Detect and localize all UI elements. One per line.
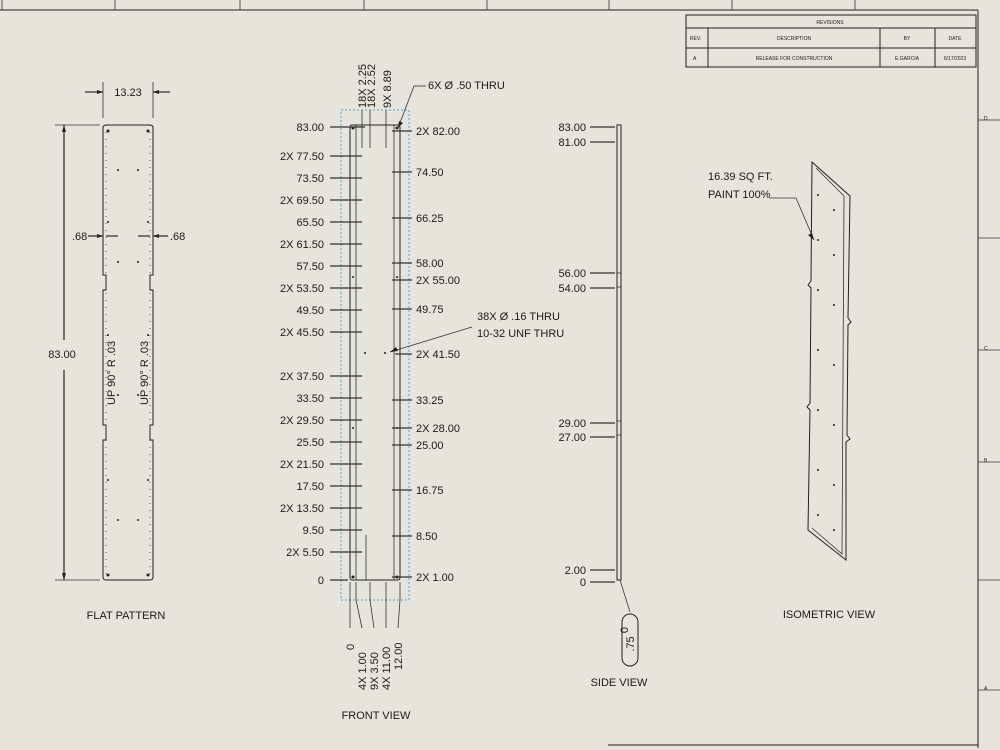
side-thickness-zero: 0 [619,627,631,633]
front-top-dims: 18X 2.25 18X 2.52 9X 8.89 6X Ø .50 THRU [357,64,505,148]
front-mid-callout: 38X Ø .16 THRU 10-32 UNF THRU [389,311,564,353]
front-view: 83.00 2X 77.50 73.50 2X 69.50 65.50 2X 6… [280,64,564,722]
side-dim-2: 56.00 [558,268,586,280]
flat-height-dim: 83.00 [48,349,76,361]
front-dim-right-0: 2X 82.00 [416,126,460,138]
description-header: DESCRIPTION [777,36,812,42]
isometric-view-label: ISOMETRIC VIEW [783,609,876,621]
front-bottom-dims: 0 4X 1.00 9X 3.50 4X 11.00 12.00 [345,582,405,690]
front-dim-left-2: 73.50 [296,173,324,185]
front-dim-right-1: 74.50 [416,167,444,179]
front-dim-left-19: 0 [318,575,324,587]
front-bottom-dim-3: 4X 11.00 [381,647,393,690]
front-dim-left-10: 2X 37.50 [280,371,324,383]
zone-a: A [984,686,988,692]
revision-row-date: 6/17/2023 [944,56,966,62]
front-dim-left-12: 2X 29.50 [280,415,324,427]
front-callout-mid-2: 10-32 UNF THRU [477,328,564,340]
flat-bend-note-right: UP 90° R .03 [139,341,151,405]
isometric-view: 16.39 SQ FT. PAINT 100% ISOMETRIC VIEW [708,160,876,621]
flat-pattern-view: 13.23 83.00 .68 .68 UP 90° R .03 UP 90° … [48,82,185,622]
by-header: BY [904,36,911,42]
side-dim-4: 29.00 [558,418,586,430]
front-dim-right-5: 49.75 [416,304,444,316]
revision-row-by: E.GARCIA [895,56,920,62]
front-top-dim-1: 18X 2.52 [366,64,378,108]
front-dim-left-14: 2X 21.50 [280,459,324,471]
side-view: 83.00 81.00 56.00 54.00 29.00 27.00 2.00… [558,122,648,689]
front-dim-right-10: 16.75 [416,485,444,497]
front-top-dim-2: 9X 8.89 [382,70,394,108]
front-dim-right-7: 33.25 [416,395,444,407]
front-dim-left-9: 2X 45.50 [280,327,324,339]
front-dim-left-17: 9.50 [303,525,324,537]
front-callout-top: 6X Ø .50 THRU [428,80,505,92]
front-callout-mid-1: 38X Ø .16 THRU [477,311,560,323]
front-dim-right-2: 66.25 [416,213,444,225]
iso-note-paint: PAINT 100% [708,189,771,201]
front-top-dim-0: 18X 2.25 [357,64,369,108]
flat-left-offset: .68 [72,231,87,243]
front-dim-left-4: 65.50 [296,217,324,229]
side-dim-0: 83.00 [558,122,586,134]
flat-holes [106,129,150,577]
front-dim-left-18: 2X 5.50 [286,547,324,559]
iso-note-area: 16.39 SQ FT. [708,171,773,183]
side-view-label: SIDE VIEW [591,677,648,689]
front-dim-left-8: 49.50 [296,305,324,317]
flat-width-dim: 13.23 [114,87,142,99]
side-dim-1: 81.00 [558,137,586,149]
front-dim-left-13: 25.50 [296,437,324,449]
front-dim-right-11: 8.50 [416,531,437,543]
front-dim-right-6: 2X 41.50 [416,349,460,361]
front-dim-right-8: 2X 28.00 [416,423,460,435]
front-dim-right-12: 2X 1.00 [416,572,454,584]
side-dims: 83.00 81.00 56.00 54.00 29.00 27.00 2.00… [558,122,615,589]
date-header: DATE [949,36,963,42]
front-dim-right-9: 25.00 [416,440,444,452]
front-dim-left-5: 2X 61.50 [280,239,324,251]
front-right-dims: 2X 82.00 74.50 66.25 58.00 2X 55.00 49.7… [392,126,460,584]
side-thickness-balloon: 0 .75 [619,579,639,667]
front-dim-left-3: 2X 69.50 [280,195,324,207]
rev-header: REV. [690,36,701,42]
front-dim-left-1: 2X 77.50 [280,151,324,163]
front-bottom-dim-2: 9X 3.50 [369,652,381,690]
front-bottom-dim-1: 4X 1.00 [357,652,369,690]
revisions-title: REVISIONS [816,20,844,26]
front-dim-left-16: 2X 13.50 [280,503,324,515]
iso-holes [817,194,835,531]
flat-right-offset: .68 [170,231,185,243]
zone-c: C [984,346,988,352]
front-dim-left-6: 57.50 [296,261,324,273]
revision-row-rev: A [693,56,697,62]
front-holes [351,126,399,579]
side-dim-7: 0 [580,577,586,589]
front-dim-left-0: 83.00 [296,122,324,134]
side-dim-5: 27.00 [558,432,586,444]
side-thickness: .75 [625,636,637,651]
flat-pattern-label: FLAT PATTERN [87,610,166,622]
front-dim-left-7: 2X 53.50 [280,283,324,295]
front-dim-left-15: 17.50 [296,481,324,493]
front-bottom-dim-0: 0 [345,644,357,650]
zone-d: D [984,116,988,122]
front-view-label: FRONT VIEW [342,710,411,722]
front-left-dims: 83.00 2X 77.50 73.50 2X 69.50 65.50 2X 6… [280,122,365,587]
front-dim-left-11: 33.50 [296,393,324,405]
front-dim-right-4: 2X 55.00 [416,275,460,287]
side-dim-6: 2.00 [565,565,586,577]
revision-row-description: RELEASE FOR CONSTRUCTION [756,56,833,62]
revision-block: REVISIONS REV. DESCRIPTION BY DATE A REL… [685,14,977,68]
front-bottom-dim-4: 12.00 [393,642,405,670]
zone-b: B [984,458,988,464]
front-dim-right-3: 58.00 [416,258,444,270]
side-dim-3: 54.00 [558,283,586,295]
flat-bend-note-left: UP 90° R .03 [106,341,118,405]
